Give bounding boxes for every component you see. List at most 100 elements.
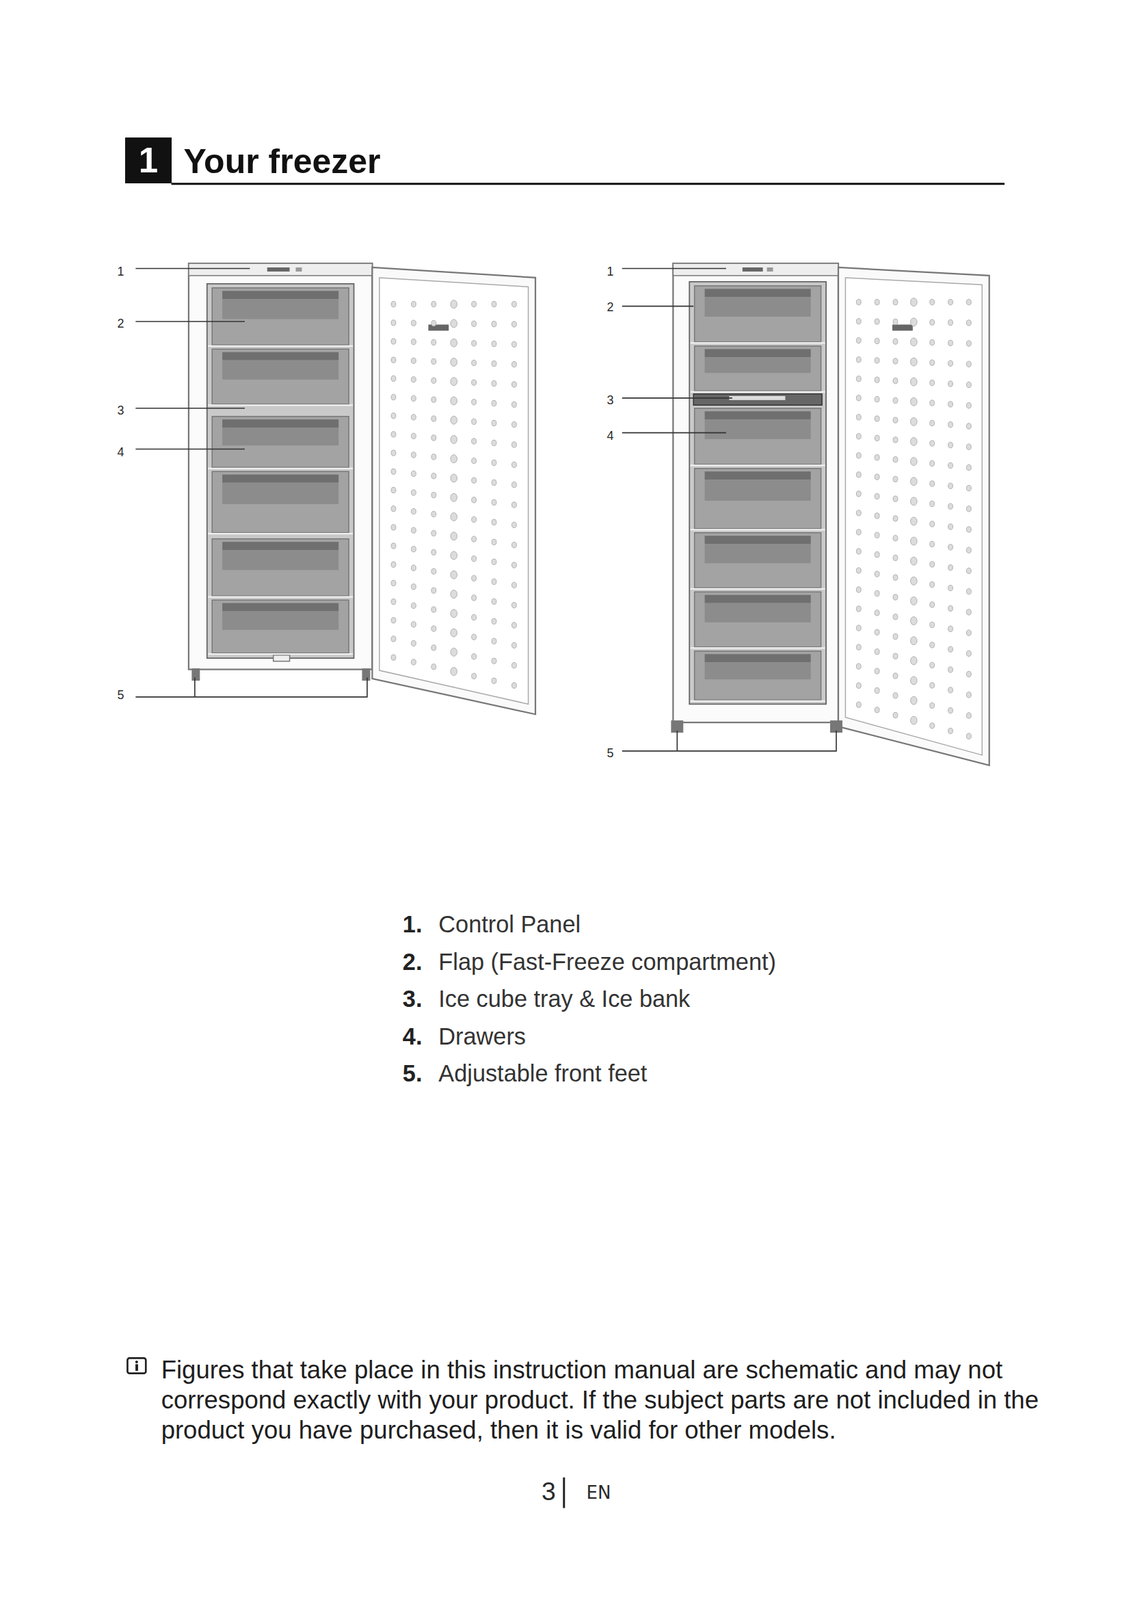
- door-dot: [431, 454, 437, 460]
- door-dot: [491, 320, 497, 327]
- door-dot: [893, 692, 898, 699]
- door-dot: [856, 605, 861, 612]
- callout-number: 2: [117, 315, 125, 331]
- door-dot: [471, 477, 477, 483]
- drawer-front: [704, 296, 811, 317]
- door-dot: [511, 682, 517, 688]
- door-dot: [929, 299, 935, 305]
- door-dot: [856, 567, 861, 574]
- door-dot: [856, 529, 861, 535]
- door-dot: [966, 692, 971, 698]
- callout-number: 3: [606, 392, 614, 407]
- door-dot: [391, 431, 396, 437]
- door-dot: [948, 401, 954, 407]
- door-dot: [431, 587, 437, 593]
- door-dot: [893, 495, 898, 502]
- door-dot: [491, 479, 497, 485]
- door-dot: [511, 521, 517, 528]
- page-title: Your freezer: [183, 141, 381, 182]
- door-dot: [893, 535, 898, 541]
- door-dot: [856, 548, 861, 554]
- door-dot: [471, 438, 477, 444]
- door-dot: [511, 361, 517, 367]
- door-dot: [893, 554, 898, 561]
- door-dot: [910, 477, 918, 486]
- door-dot: [874, 337, 880, 344]
- door-dot: [874, 668, 880, 674]
- door-dot: [966, 381, 971, 388]
- door-dot: [511, 642, 517, 648]
- door-dot: [491, 618, 497, 624]
- door-dot: [948, 421, 954, 428]
- door-dot: [893, 456, 898, 463]
- shelf-line: [207, 345, 353, 347]
- door-dot: [391, 598, 396, 604]
- shelf-line: [207, 467, 353, 470]
- door-dot: [893, 633, 898, 639]
- door-dot: [893, 574, 898, 580]
- shelf-line: [690, 700, 826, 702]
- door-dot: [450, 493, 458, 502]
- door-dot: [431, 300, 437, 307]
- door-dot: [511, 482, 517, 488]
- callout-number: 5: [606, 745, 614, 760]
- door-dot: [471, 516, 477, 522]
- door-dot: [491, 360, 497, 366]
- door-dot: [874, 687, 880, 693]
- door-dot: [874, 629, 880, 635]
- door-dot: [491, 519, 497, 525]
- door-dot: [948, 544, 954, 550]
- door-dot: [874, 570, 880, 577]
- door-dot: [856, 337, 861, 344]
- door-dot: [450, 377, 458, 386]
- door-dot: [410, 300, 416, 307]
- door-dot: [910, 397, 918, 406]
- door-dot: [511, 341, 517, 347]
- door-dot: [910, 656, 918, 665]
- door-dot: [893, 378, 898, 384]
- note-text: Figures that take place in this instruct…: [161, 1354, 1064, 1445]
- drawer-handle: [222, 290, 339, 299]
- door-dot: [929, 480, 935, 487]
- door-dot: [450, 300, 458, 309]
- drawer: [211, 538, 349, 597]
- list-number: 3.: [402, 985, 423, 1013]
- door-dot: [391, 413, 396, 419]
- door-dot: [511, 602, 517, 608]
- door-dot: [874, 551, 880, 558]
- door-dot: [491, 380, 497, 386]
- drawer-front: [704, 479, 811, 501]
- door-dot: [450, 357, 458, 366]
- door-dot: [410, 320, 416, 326]
- door-dot: [948, 360, 954, 366]
- door-dot: [471, 555, 477, 562]
- drawer-handle: [704, 288, 811, 297]
- door-dot: [491, 439, 497, 446]
- door-dot: [410, 602, 416, 608]
- door-dot: [948, 380, 954, 387]
- list-number: 4.: [402, 1022, 423, 1050]
- door-dot: [410, 470, 416, 476]
- door-dot: [929, 339, 935, 345]
- door-dot: [391, 338, 396, 344]
- door-dot: [874, 415, 880, 422]
- door-dot: [893, 711, 898, 718]
- door-dot: [966, 650, 971, 656]
- door-dot: [874, 318, 880, 325]
- door-dot: [450, 454, 458, 463]
- door-dot: [910, 676, 918, 685]
- door-dot: [431, 320, 437, 326]
- door-dot: [893, 299, 898, 305]
- door-dot: [856, 356, 861, 363]
- door-dot: [450, 609, 458, 618]
- door-dot: [410, 527, 416, 533]
- shelf-line: [690, 646, 826, 649]
- door-dot: [431, 510, 437, 517]
- door-dot: [431, 549, 437, 555]
- door-dot: [471, 633, 477, 640]
- door-dot: [948, 666, 954, 673]
- callout-number: 3: [117, 402, 125, 418]
- door-dot: [471, 359, 477, 366]
- door-dot: [431, 473, 437, 479]
- door-dot: [471, 672, 477, 679]
